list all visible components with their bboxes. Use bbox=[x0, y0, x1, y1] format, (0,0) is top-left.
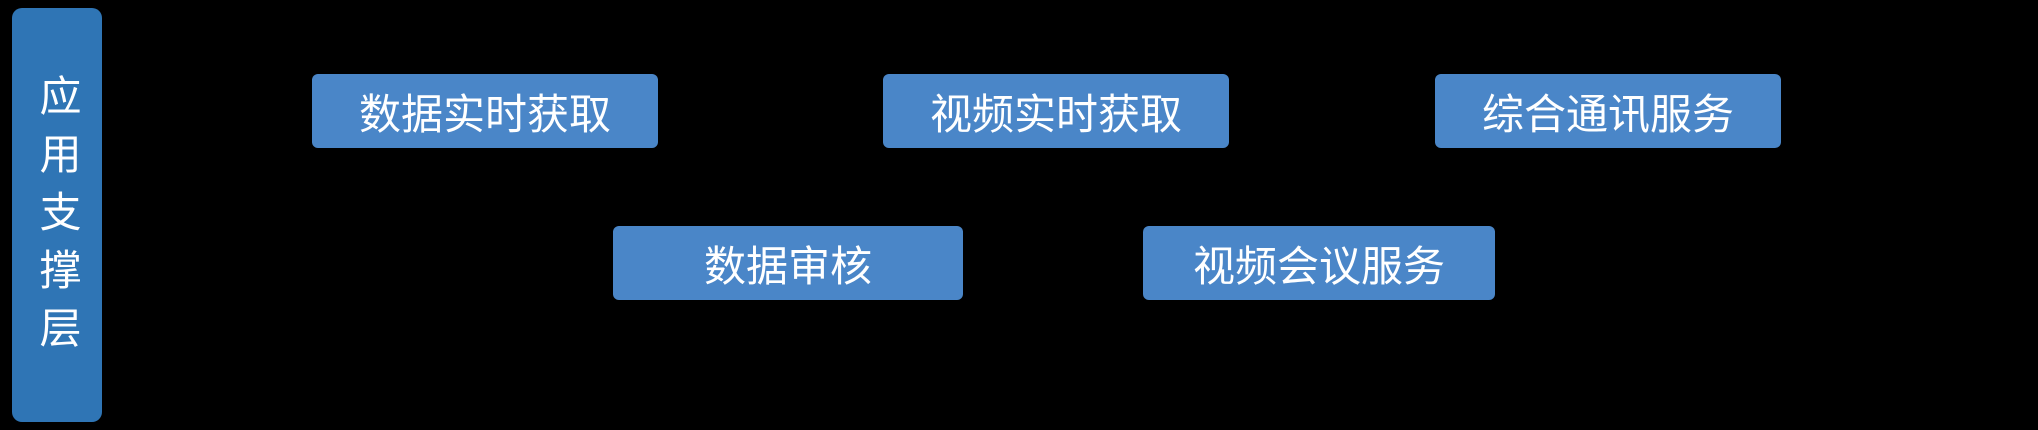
layer-label: 应用支撑层 bbox=[34, 74, 81, 364]
box-label: 数据实时获取 bbox=[358, 90, 611, 138]
box-integrated-communication-service: 综合通讯服务 bbox=[1435, 74, 1781, 148]
box-label: 视频实时获取 bbox=[929, 90, 1182, 138]
box-data-realtime-acquisition: 数据实时获取 bbox=[312, 74, 658, 148]
box-label: 视频会议服务 bbox=[1192, 242, 1445, 290]
box-video-realtime-acquisition: 视频实时获取 bbox=[883, 74, 1229, 148]
layer-label-bar: 应用支撑层 bbox=[12, 8, 102, 422]
box-data-review: 数据审核 bbox=[613, 226, 963, 300]
box-video-conference-service: 视频会议服务 bbox=[1143, 226, 1495, 300]
box-label: 综合通讯服务 bbox=[1481, 90, 1734, 138]
box-label: 数据审核 bbox=[703, 242, 872, 290]
